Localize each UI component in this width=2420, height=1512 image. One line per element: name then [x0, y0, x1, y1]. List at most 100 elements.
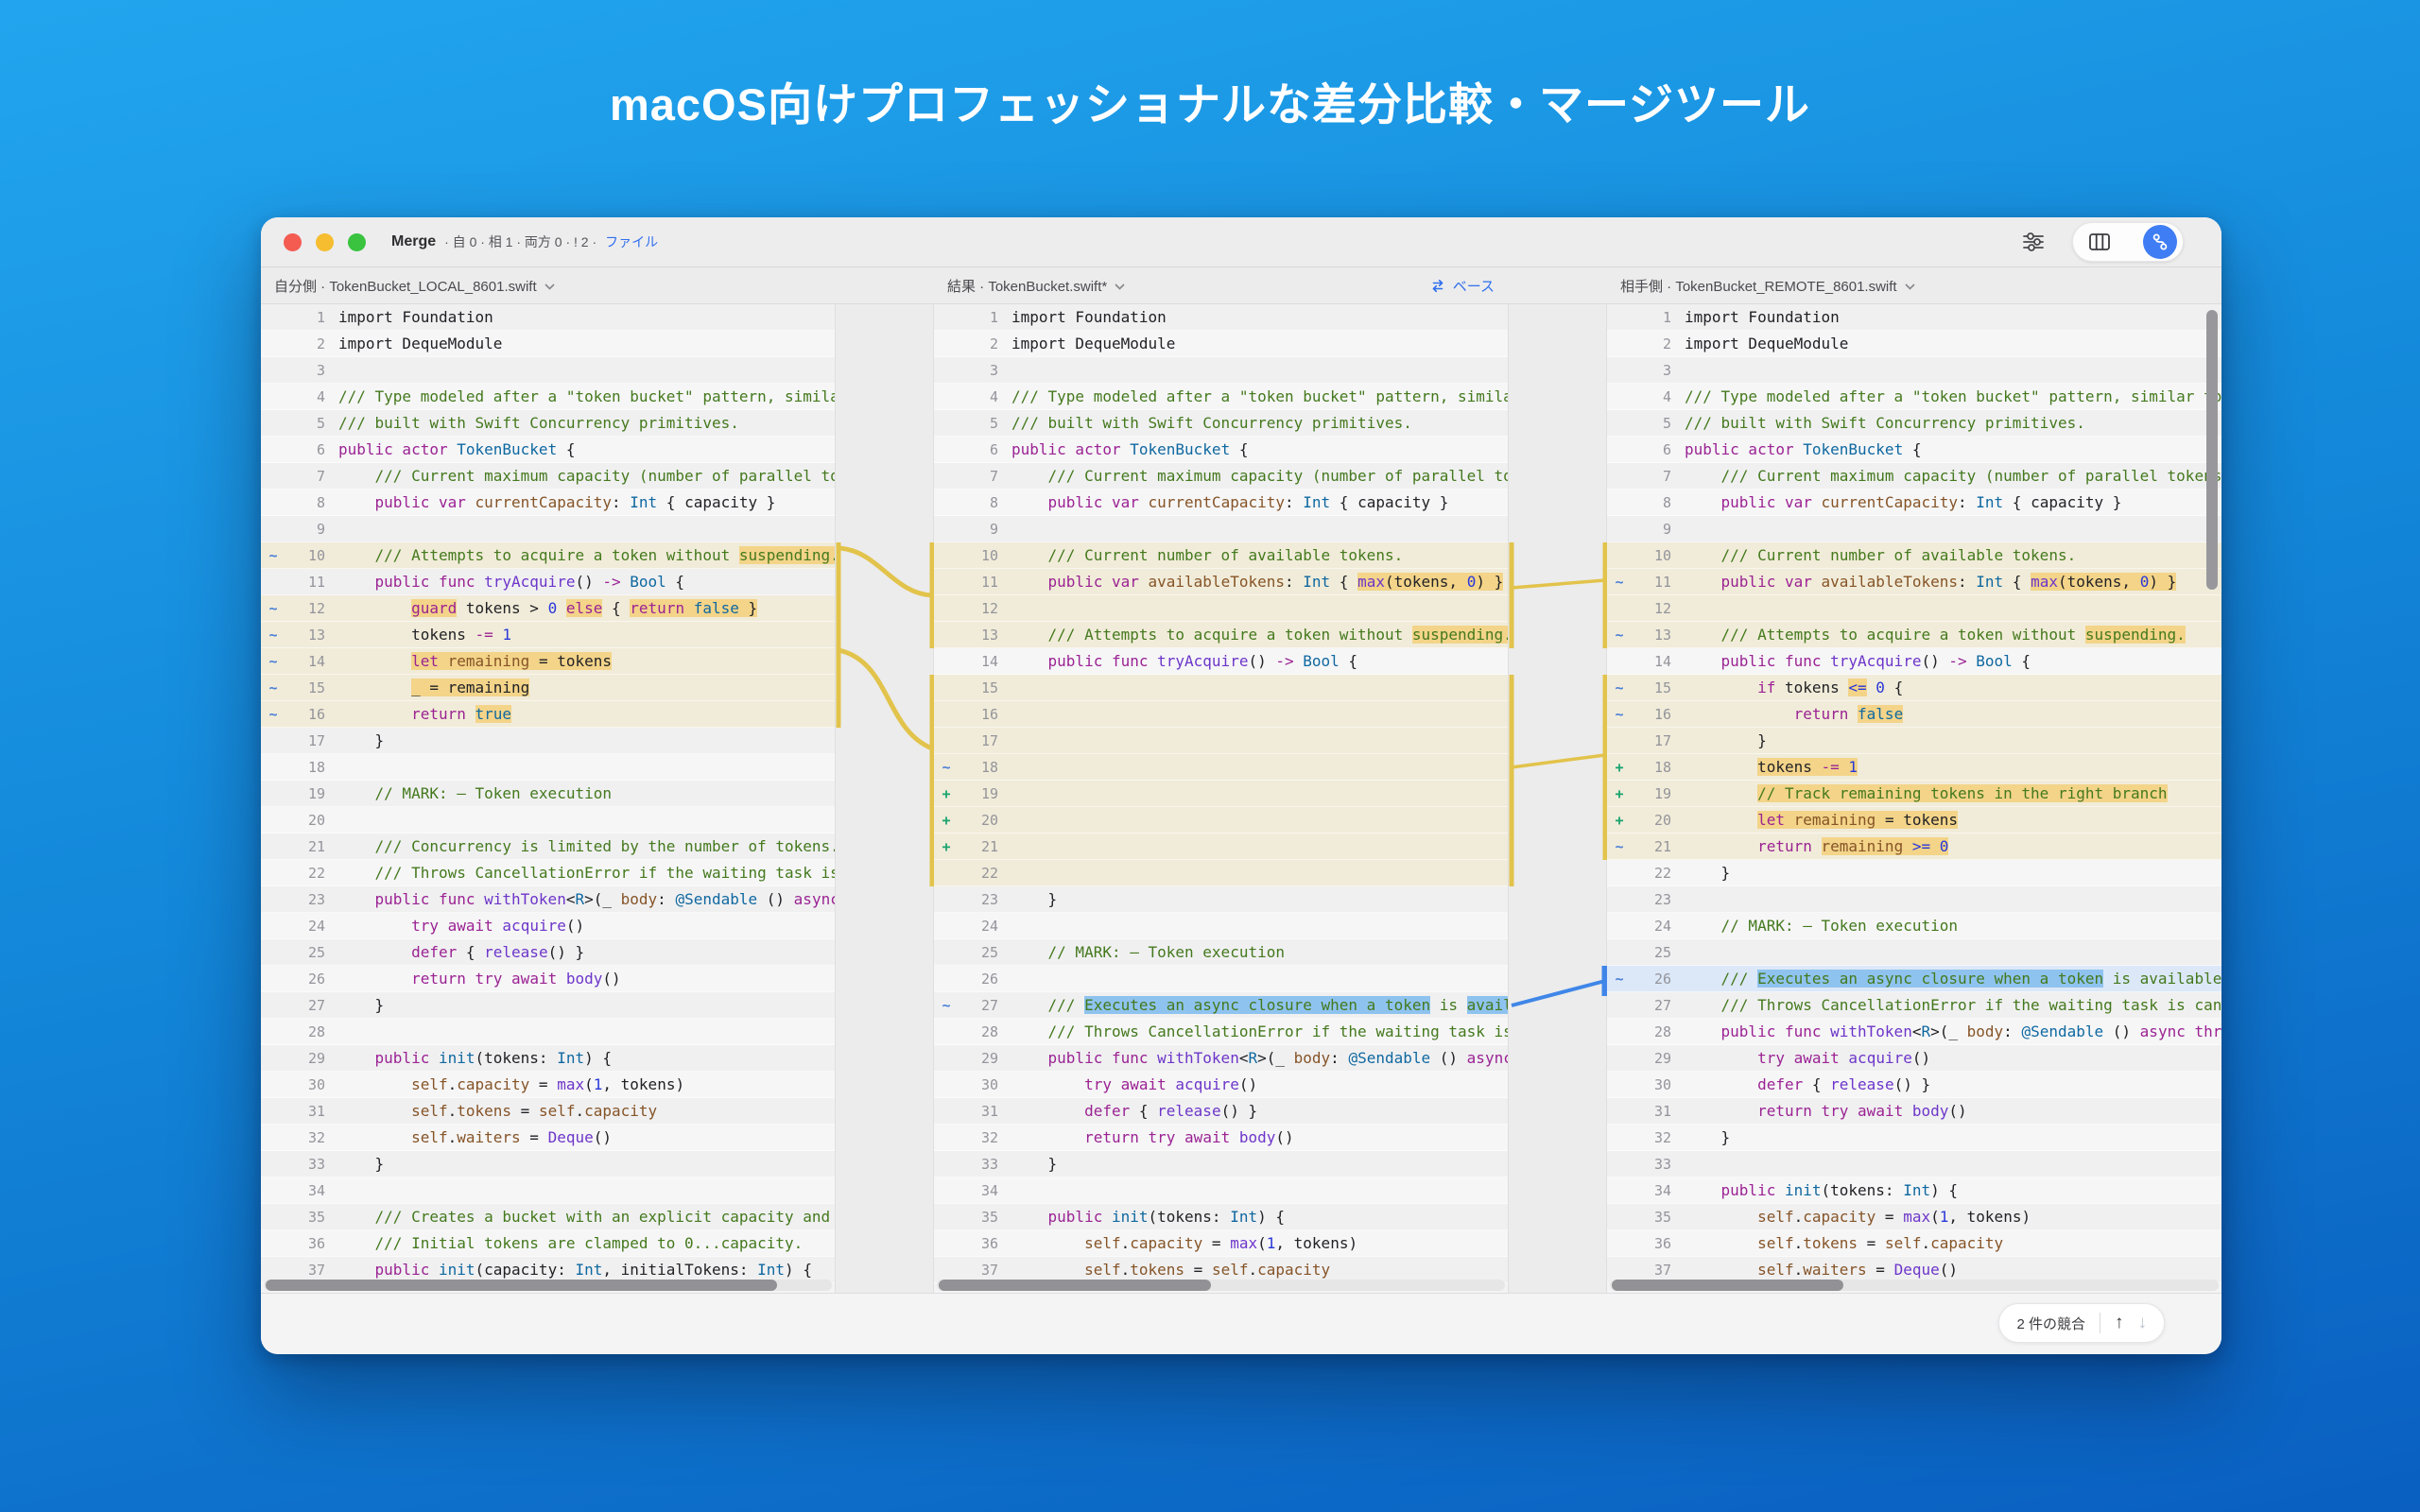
- code-line[interactable]: 27 }: [261, 992, 835, 1019]
- code-line[interactable]: 22 /// Throws CancellationError if the w…: [261, 860, 835, 886]
- code-line[interactable]: 5/// built with Swift Concurrency primit…: [261, 410, 835, 437]
- code-line[interactable]: 20: [261, 807, 835, 833]
- code-line[interactable]: 25 defer { release() }: [261, 939, 835, 966]
- code-line[interactable]: 31 return try await body(): [1607, 1098, 2221, 1125]
- code-line[interactable]: 36 self.tokens = self.capacity: [1607, 1230, 2221, 1257]
- code-line[interactable]: 8 public var currentCapacity: Int { capa…: [261, 490, 835, 516]
- code-line[interactable]: +19: [934, 781, 1508, 807]
- horizontal-scrollbar[interactable]: [937, 1280, 1505, 1291]
- code-line[interactable]: 36 /// Initial tokens are clamped to 0..…: [261, 1230, 835, 1257]
- code-line[interactable]: 11 public var availableTokens: Int { max…: [934, 569, 1508, 595]
- code-line[interactable]: ~12 guard tokens > 0 else { return false…: [261, 595, 835, 622]
- code-line[interactable]: 37 self.waiters = Deque(): [1607, 1257, 2221, 1283]
- code-line[interactable]: 35 self.capacity = max(1, tokens): [1607, 1204, 2221, 1230]
- code-line[interactable]: 10 /// Current number of available token…: [1607, 542, 2221, 569]
- code-line[interactable]: 17: [934, 728, 1508, 754]
- code-line[interactable]: ~27 /// Executes an async closure when a…: [934, 992, 1508, 1019]
- code-line[interactable]: 3: [934, 357, 1508, 384]
- code-line[interactable]: 7 /// Current maximum capacity (number o…: [1607, 463, 2221, 490]
- code-line[interactable]: 34 public init(tokens: Int) {: [1607, 1177, 2221, 1204]
- code-line[interactable]: ~14 let remaining = tokens: [261, 648, 835, 675]
- code-line[interactable]: 31 self.tokens = self.capacity: [261, 1098, 835, 1125]
- remote-file-selector[interactable]: 相手側 · TokenBucket_REMOTE_8601.swift: [1607, 267, 2221, 303]
- code-line[interactable]: 30 defer { release() }: [1607, 1072, 2221, 1098]
- code-line[interactable]: 28 public func withToken<R>(_ body: @Sen…: [1607, 1019, 2221, 1045]
- scrollbar-thumb[interactable]: [939, 1280, 1212, 1291]
- code-line[interactable]: 12: [934, 595, 1508, 622]
- code-line[interactable]: ~13 tokens -= 1: [261, 622, 835, 648]
- code-line[interactable]: 30 try await acquire(): [934, 1072, 1508, 1098]
- minimize-button[interactable]: [316, 233, 334, 251]
- file-link[interactable]: ファイル: [605, 234, 659, 249]
- result-file-selector[interactable]: 結果 · TokenBucket.swift* ベース: [934, 267, 1508, 303]
- code-line[interactable]: 23 }: [934, 886, 1508, 913]
- code-line[interactable]: 12: [1607, 595, 2221, 622]
- merge-view-button[interactable]: [2143, 225, 2177, 259]
- columns-view-button[interactable]: [2079, 226, 2120, 258]
- code-line[interactable]: 29 try await acquire(): [1607, 1045, 2221, 1072]
- code-line[interactable]: 11 public func tryAcquire() -> Bool {: [261, 569, 835, 595]
- code-line[interactable]: 23 public func withToken<R>(_ body: @Sen…: [261, 886, 835, 913]
- close-button[interactable]: [284, 233, 302, 251]
- code-line[interactable]: 7 /// Current maximum capacity (number o…: [934, 463, 1508, 490]
- code-line[interactable]: 5/// built with Swift Concurrency primit…: [1607, 410, 2221, 437]
- code-line[interactable]: 35 public init(tokens: Int) {: [934, 1204, 1508, 1230]
- scrollbar-thumb[interactable]: [1612, 1280, 1843, 1291]
- code-line[interactable]: 32 self.waiters = Deque(): [261, 1125, 835, 1151]
- code-line[interactable]: 33 }: [261, 1151, 835, 1177]
- scrollbar-thumb[interactable]: [266, 1280, 777, 1291]
- code-line[interactable]: +20: [934, 807, 1508, 833]
- horizontal-scrollbar[interactable]: [1610, 1280, 2219, 1291]
- code-line[interactable]: ~18: [934, 754, 1508, 781]
- code-line[interactable]: ~15 if tokens <= 0 {: [1607, 675, 2221, 701]
- code-line[interactable]: 30 self.capacity = max(1, tokens): [261, 1072, 835, 1098]
- code-line[interactable]: 5/// built with Swift Concurrency primit…: [934, 410, 1508, 437]
- code-line[interactable]: 4/// Type modeled after a "token bucket"…: [261, 384, 835, 410]
- code-line[interactable]: 19 // MARK: — Token execution: [261, 781, 835, 807]
- code-line[interactable]: 26: [934, 966, 1508, 992]
- code-line[interactable]: 17 }: [261, 728, 835, 754]
- zoom-button[interactable]: [348, 233, 366, 251]
- code-line[interactable]: 24: [934, 913, 1508, 939]
- code-line[interactable]: 10 /// Current number of available token…: [934, 542, 1508, 569]
- code-line[interactable]: 9: [261, 516, 835, 542]
- code-line[interactable]: 32 }: [1607, 1125, 2221, 1151]
- code-line[interactable]: 37 public init(capacity: Int, initialTok…: [261, 1257, 835, 1283]
- local-file-selector[interactable]: 自分側 · TokenBucket_LOCAL_8601.swift: [261, 267, 835, 303]
- vertical-scrollbar[interactable]: [2206, 310, 2218, 590]
- code-line[interactable]: ~16 return true: [261, 701, 835, 728]
- code-line[interactable]: 29 public init(tokens: Int) {: [261, 1045, 835, 1072]
- code-line[interactable]: 14 public func tryAcquire() -> Bool {: [1607, 648, 2221, 675]
- code-line[interactable]: ~15 _ = remaining: [261, 675, 835, 701]
- code-line[interactable]: 18: [261, 754, 835, 781]
- code-line[interactable]: 4/// Type modeled after a "token bucket"…: [1607, 384, 2221, 410]
- code-line[interactable]: 9: [1607, 516, 2221, 542]
- horizontal-scrollbar[interactable]: [264, 1280, 832, 1291]
- code-line[interactable]: 22 }: [1607, 860, 2221, 886]
- code-line[interactable]: 15: [934, 675, 1508, 701]
- code-line[interactable]: 33 }: [934, 1151, 1508, 1177]
- code-line[interactable]: 35 /// Creates a bucket with an explicit…: [261, 1204, 835, 1230]
- code-line[interactable]: ~11 public var availableTokens: Int { ma…: [1607, 569, 2221, 595]
- code-line[interactable]: +21: [934, 833, 1508, 860]
- code-line[interactable]: 34: [934, 1177, 1508, 1204]
- code-line[interactable]: 3: [261, 357, 835, 384]
- code-line[interactable]: 3: [1607, 357, 2221, 384]
- next-conflict-button[interactable]: ↓: [2137, 1313, 2148, 1332]
- code-line[interactable]: +19 // Track remaining tokens in the rig…: [1607, 781, 2221, 807]
- code-line[interactable]: 22: [934, 860, 1508, 886]
- window-titlebar[interactable]: Merge · 自 0 · 相 1 · 両方 0 · ! 2 · ファイル: [261, 217, 2221, 267]
- code-line[interactable]: 33: [1607, 1151, 2221, 1177]
- code-line[interactable]: 28 /// Throws CancellationError if the w…: [934, 1019, 1508, 1045]
- code-line[interactable]: 16: [934, 701, 1508, 728]
- code-line[interactable]: ~10 /// Attempts to acquire a token with…: [261, 542, 835, 569]
- code-line[interactable]: 21 /// Concurrency is limited by the num…: [261, 833, 835, 860]
- code-line[interactable]: 23: [1607, 886, 2221, 913]
- code-line[interactable]: 32 return try await body(): [934, 1125, 1508, 1151]
